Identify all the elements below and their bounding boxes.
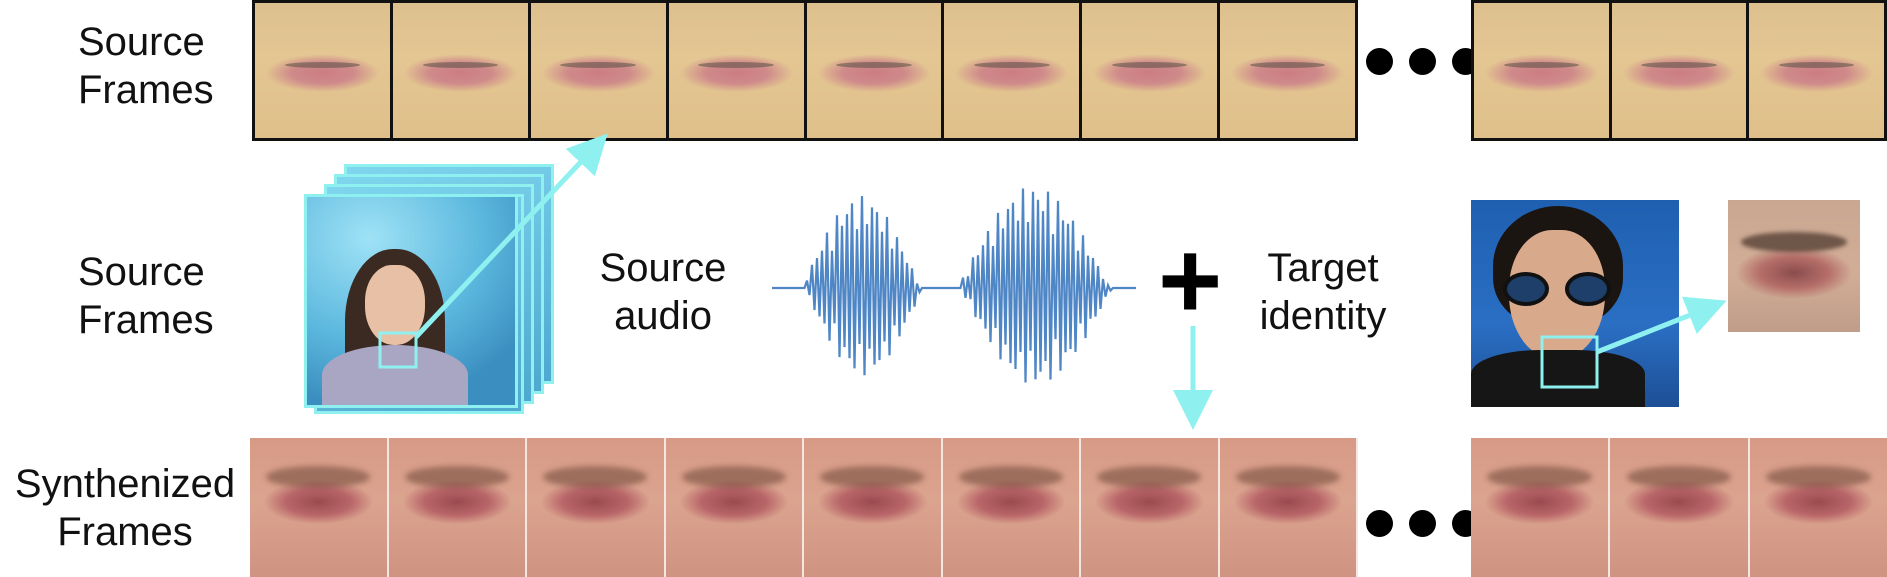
source-frame bbox=[1220, 3, 1355, 138]
target-mouth-crop bbox=[1728, 200, 1860, 332]
waveform-path bbox=[772, 188, 1136, 383]
source-frame bbox=[944, 3, 1080, 138]
synthesized-frame bbox=[804, 438, 943, 577]
ellipsis-dot bbox=[1409, 48, 1436, 75]
target-jacket bbox=[1471, 350, 1645, 407]
source-frame bbox=[1082, 3, 1218, 138]
label-line: Source bbox=[78, 20, 205, 64]
arrow-to-source-frames bbox=[414, 133, 608, 339]
source-frame bbox=[806, 3, 942, 138]
mouth-highlight-box-source bbox=[378, 331, 418, 369]
synthesized-frame bbox=[1219, 438, 1358, 577]
source-frame bbox=[1611, 3, 1747, 138]
synthesized-frames-label: Synthenized Frames bbox=[6, 460, 244, 556]
mouth-highlight-box-target bbox=[1540, 335, 1599, 389]
label-line: identity bbox=[1259, 294, 1387, 338]
arrow-to-target-crop bbox=[1596, 296, 1727, 355]
source-frames-strip-a bbox=[252, 0, 1358, 141]
synthesized-frame bbox=[1749, 438, 1887, 577]
source-frame bbox=[1474, 3, 1609, 138]
synthesized-frame bbox=[1610, 438, 1750, 577]
source-frame bbox=[530, 3, 666, 138]
source-audio-label: Source audio bbox=[588, 244, 738, 340]
label-line: Synthenized bbox=[14, 462, 236, 506]
source-speaker-photo bbox=[304, 194, 518, 408]
plus-symbol: + bbox=[1158, 219, 1223, 342]
synthesized-frame bbox=[1471, 438, 1611, 577]
audio-waveform bbox=[772, 188, 1136, 383]
source-frame bbox=[392, 3, 528, 138]
ellipsis-dot bbox=[1366, 510, 1393, 537]
source-frame bbox=[1749, 3, 1885, 138]
source-frames-strip-b bbox=[1471, 0, 1887, 141]
target-identity-label: Target identity bbox=[1248, 244, 1398, 340]
synthesized-frame bbox=[250, 438, 389, 577]
synthesized-frame bbox=[1081, 438, 1220, 577]
source-frame bbox=[668, 3, 804, 138]
synthesized-frame bbox=[388, 438, 527, 577]
label-line: Source bbox=[599, 246, 727, 290]
ellipsis-bottom bbox=[1366, 510, 1479, 537]
ellipsis-dot bbox=[1366, 48, 1393, 75]
label-line: Frames bbox=[78, 68, 214, 112]
synthesized-frame bbox=[665, 438, 804, 577]
label-line: audio bbox=[614, 294, 712, 338]
source-frames-label-top: Source Frames bbox=[78, 18, 214, 114]
synthesized-frames-strip-b bbox=[1471, 438, 1887, 577]
speaker-shoulders bbox=[322, 345, 468, 405]
ellipsis-dot bbox=[1409, 510, 1436, 537]
label-line: Source bbox=[78, 250, 205, 294]
synthesized-frames-strip-a bbox=[250, 438, 1358, 577]
sunglasses bbox=[1503, 272, 1613, 306]
synthesized-frame bbox=[527, 438, 666, 577]
source-frame bbox=[255, 3, 390, 138]
label-line: Frames bbox=[78, 298, 214, 342]
synthesized-frame bbox=[942, 438, 1081, 577]
label-line: Frames bbox=[57, 510, 193, 554]
label-line: Target bbox=[1267, 246, 1379, 290]
source-frames-label-middle: Source Frames bbox=[78, 248, 214, 344]
target-identity-photo bbox=[1471, 200, 1679, 407]
